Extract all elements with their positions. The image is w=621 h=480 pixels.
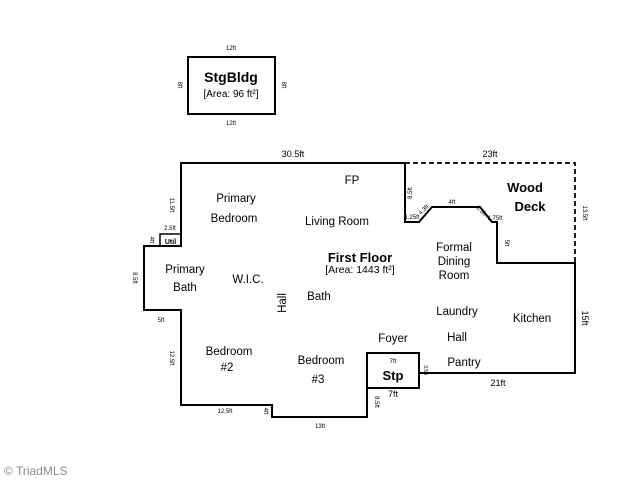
formal-dining-label-2: Dining [438,256,471,268]
dim-deck-right: 13.5ft [581,205,587,220]
foyer-label: Foyer [378,333,408,345]
bedroom-3-label-1: Bedroom [298,355,345,367]
wic-label: W.I.C. [232,274,263,286]
formal-dining-label-1: Formal [436,242,472,254]
step-box [366,352,420,389]
hall-vertical-label: Hall [277,293,289,313]
dim-bottom-jog: 4ft [262,408,268,415]
pantry-label: Pantry [447,357,480,369]
bedroom-2-label-1: Bedroom [206,346,253,358]
utility-dim-top: 2.5ft [164,226,176,232]
dim-bottom-mid: 13ft [315,424,325,430]
laundry-label: Laundry [436,306,478,318]
step-label: Stp [383,368,404,383]
storage-dim-bottom: 12ft [226,121,236,127]
dim-right-wall: 15ft [580,310,590,326]
dim-deck-left: 8.5ft [408,187,414,199]
dim-bottom-left: 12.5ft [217,409,232,415]
hall-label: Hall [447,332,467,344]
utility-label: Util [165,239,176,246]
dim-top-main: 30.5ft [282,149,305,159]
storage-building-area: [Area: 96 ft²] [203,89,258,100]
first-floor-title: First Floor [328,250,392,265]
primary-bedroom-label-2: Bedroom [211,213,258,225]
dim-deck-bottom-right: 5ft [503,240,509,247]
step-dim-top: 7ft [390,359,397,365]
wood-deck-title-line2: Deck [514,199,546,214]
watermark-triadmls: © TriadMLS [4,464,68,478]
storage-dim-top: 12ft [226,46,236,52]
storage-dim-right: 8ft [280,82,286,89]
dim-jog-left: 5ft [158,318,165,324]
living-room-label: Living Room [305,216,369,228]
storage-dim-left: 8ft [176,82,182,89]
fireplace-label: FP [345,175,360,187]
dim-top-deck: 23ft [482,149,498,159]
utility-dim-left: 4ft [148,237,154,244]
bedroom-2-label-2: #2 [221,362,234,374]
step-dim-bottom: 7ft [388,389,399,399]
wood-deck-outline [405,162,576,263]
utility-closet [159,233,182,247]
step-dim-right: 3.5ft [422,365,428,375]
dim-lower-left: 12.5ft [168,350,174,365]
storage-building-title: StgBldg [204,69,258,85]
wood-deck-title-line1: Wood [507,180,543,195]
kitchen-label: Kitchen [513,313,551,325]
bedroom-3-label-2: #3 [312,374,325,386]
dim-bottom-right: 21ft [490,378,506,388]
dim-bay-diag-right: 3.5ft [474,205,487,218]
storage-building-outline [187,56,276,115]
dim-upper-left-wall: 11.5ft [168,198,174,213]
house-outline [143,162,576,418]
dim-bay-right: 1.75ft [487,216,502,222]
formal-dining-label-3: Room [439,270,470,282]
dim-step-left: 8.5ft [373,396,379,408]
primary-bedroom-label-1: Primary [216,193,256,205]
bath-label: Bath [307,291,331,303]
primary-bath-label-1: Primary [165,264,205,276]
dim-bay-top: 4ft [449,200,456,206]
dim-bath-left: 8.5ft [131,272,137,284]
first-floor-area: [Area: 1443 ft²] [325,264,395,276]
primary-bath-label-2: Bath [173,282,197,294]
storage-building: StgBldg [Area: 96 ft²] 12ft 12ft 8ft 8ft [176,46,286,127]
dim-bay-left: 1.25ft [404,215,419,221]
